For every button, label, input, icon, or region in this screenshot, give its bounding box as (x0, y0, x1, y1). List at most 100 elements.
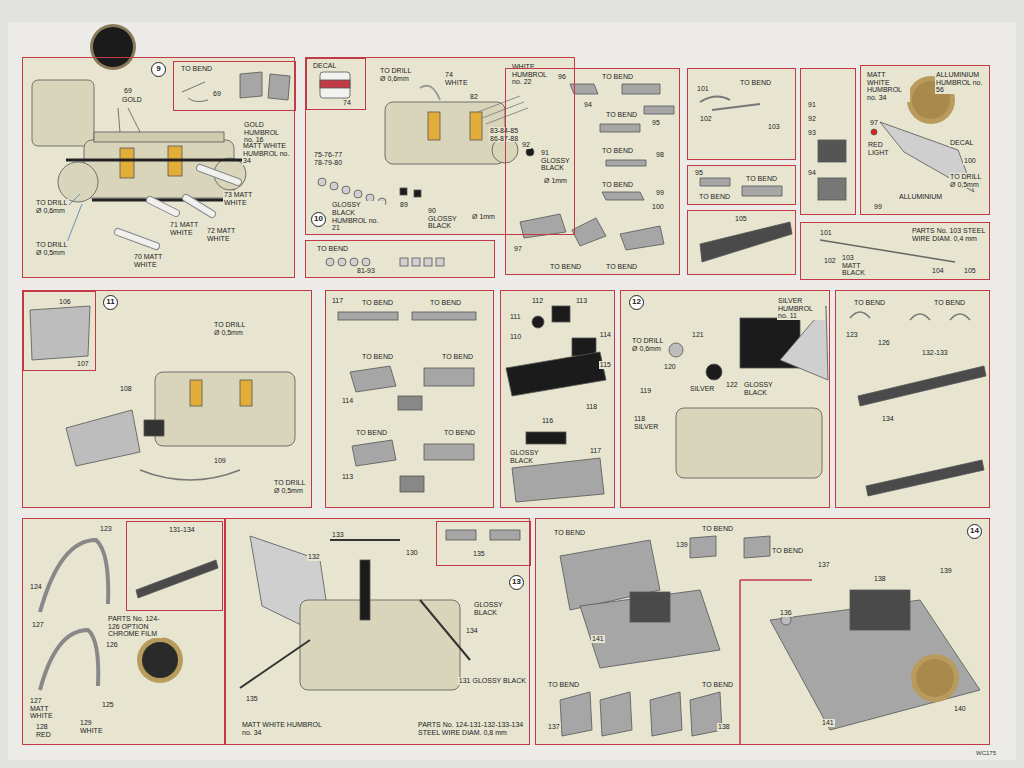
panel-fill (687, 165, 796, 205)
part-illustration (436, 258, 444, 266)
callout-text: TO DRILL Ø 0,6mm (631, 337, 667, 352)
part-illustration (414, 190, 421, 197)
part-illustration (118, 168, 238, 246)
callout-text: MATT WHITE HUMBROL no. 34 (241, 721, 333, 736)
part-illustration (326, 258, 334, 266)
callout-text: 94 (583, 101, 593, 109)
callout-text: 139 (675, 541, 689, 549)
callout-text: RED LIGHT (867, 141, 893, 156)
callout-text: 119 (639, 387, 652, 395)
step-number-text: 11 (106, 298, 114, 307)
callout-text: 101 (696, 85, 710, 93)
callout-text: TO BEND (771, 547, 804, 555)
part-illustration (690, 536, 716, 558)
callout-text: TO BEND (745, 175, 778, 183)
callout-text: 95 (694, 169, 704, 177)
part-illustration (446, 530, 476, 540)
callout-text: 113 (341, 473, 354, 481)
part-illustration (94, 132, 224, 142)
part-illustration (360, 560, 370, 620)
callout-text: TO BEND (553, 529, 586, 537)
callout-text: 72 MATT WHITE (206, 227, 238, 242)
callout-text: GLOSSY BLACK (743, 381, 775, 396)
callout-text: 115 (599, 361, 612, 369)
callout-text: 129 WHITE (79, 719, 105, 734)
callout-text: 73 MATT WHITE (223, 191, 255, 206)
part-illustration (66, 160, 246, 200)
part-illustration (600, 692, 632, 736)
callout-text: 114 (599, 331, 612, 339)
callout-text: 74 (342, 99, 352, 107)
part-illustration (622, 84, 660, 94)
part-illustration (871, 129, 877, 135)
callout-text: 91 (807, 101, 817, 109)
part-illustration (136, 560, 218, 598)
callout-text: 99 (655, 189, 665, 197)
part-illustration (866, 460, 984, 496)
sub-panel: DECAL74 (306, 58, 366, 110)
magnet (137, 637, 183, 683)
part-illustration (300, 600, 460, 690)
part-illustration (118, 108, 140, 132)
part-illustration (350, 258, 358, 266)
panel-fill (435, 520, 530, 565)
callout-text: 135 (472, 550, 486, 558)
step-panel: 96TO BEND94TO BEND95TO BEND98TO BEND9910… (505, 68, 680, 275)
callout-text: ALLUMINIUM (898, 193, 943, 201)
callout-text: 69 (123, 87, 133, 95)
callout-text: 124 (29, 583, 43, 591)
part-illustration (532, 316, 544, 328)
callout-text: 126 (877, 339, 891, 347)
part-illustration (400, 476, 424, 492)
callout-text: 74 WHITE (444, 71, 474, 86)
callout-text: GOLD HUMBROL no. 16 (243, 121, 289, 144)
callout-text: 134 (881, 415, 895, 423)
callout-text: 81-93 (356, 267, 376, 275)
callout-text: 103 MATT BLACK (841, 254, 875, 277)
step-panel: TO BENDTO BEND123126132-133134 (835, 290, 990, 508)
callout-text: Ø 1mm (543, 177, 568, 185)
part-illustration (700, 96, 760, 110)
part-illustration (385, 102, 505, 164)
part-illustration (150, 200, 176, 213)
part-illustration (560, 692, 592, 736)
magnet (90, 24, 959, 702)
callout-text: 100 (963, 157, 977, 165)
step-number-text: 14 (970, 527, 979, 536)
step-number: 9 (151, 62, 166, 77)
callout-text: 127 (31, 621, 45, 629)
panel-fill (172, 60, 295, 110)
callout-text: 138 (717, 723, 731, 731)
part-illustration (526, 148, 534, 156)
callout-text: TO DRILL Ø 0,5mm (949, 173, 987, 188)
part-illustration (400, 188, 407, 195)
step-panel: TO DRILL Ø 0,6mm74 WHITEWHITE HUMBROL no… (305, 57, 575, 235)
callout-text: MATT WHITE HUMBROL no. 34 (866, 71, 910, 102)
step-number: 11 (103, 295, 118, 310)
part-illustration (350, 366, 396, 392)
part-illustration (412, 258, 420, 266)
callout-text: 96 (557, 73, 567, 81)
callout-text: TO BEND (601, 147, 634, 155)
step-number-text: 12 (632, 298, 641, 307)
callout-text: TO BEND (933, 299, 966, 307)
callout-text: PARTS No. 124-126 OPTION CHROME FILM (107, 615, 163, 638)
step-panel: 105 (687, 210, 796, 275)
callout-text: 75-76-77 78-79-80 (313, 151, 351, 166)
step-panel: SILVER HUMBROL no. 11121TO DRILL Ø 0,6mm… (620, 290, 830, 508)
panel-fill (835, 290, 990, 508)
part-illustration (318, 178, 326, 186)
part-illustration (66, 410, 140, 466)
callout-text: PARTS No. 103 STEEL WIRE DIAM. 0,4 mm (911, 227, 987, 242)
callout-text: TO DRILL Ø 0,5mm (213, 321, 249, 336)
callout-text: 91 GLOSSY BLACK (540, 149, 572, 172)
panel-fill (500, 290, 615, 508)
panel-fill (225, 518, 530, 745)
callout-text: 131-134 (168, 526, 196, 534)
callout-text: TO DRILL Ø 0,6mm (35, 199, 69, 214)
callout-text: 131 GLOSSY BLACK (458, 677, 527, 685)
part-illustration (818, 178, 846, 200)
part-illustration (338, 312, 476, 492)
callout-text: 132 (307, 553, 321, 561)
